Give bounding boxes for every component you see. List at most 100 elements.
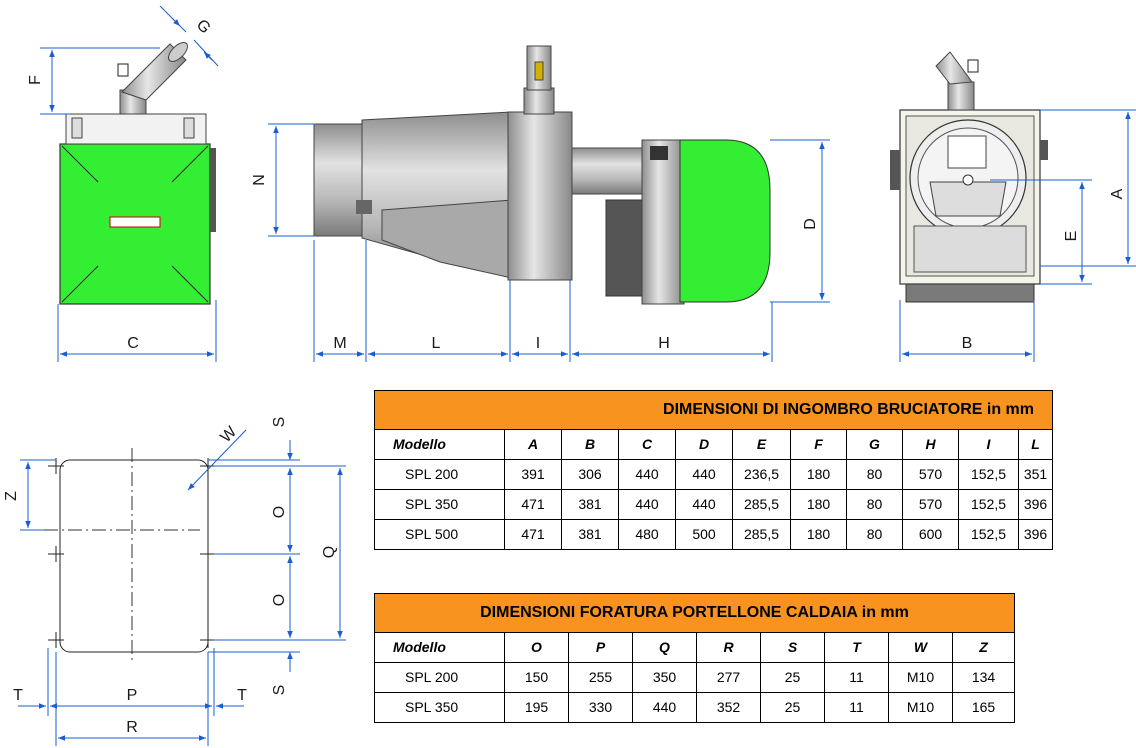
table-cell: SPL 350	[374, 489, 505, 520]
drilling-template-view: Z W S O O S Q T P T R	[3, 417, 346, 746]
table-cell: SPL 500	[374, 519, 505, 550]
table-cell: 381	[561, 519, 619, 550]
column-header: A	[504, 429, 562, 460]
table-cell: 396	[1018, 519, 1053, 550]
table-row: SPL 350 471 381 440 440 285,5 180 80 570…	[374, 489, 1053, 520]
column-header: I	[958, 429, 1019, 460]
column-header: F	[790, 429, 847, 460]
table-cell: 440	[675, 459, 733, 490]
table-cell: 255	[568, 662, 633, 693]
table-row: SPL 500 471 381 480 500 285,5 180 80 600…	[374, 519, 1053, 550]
table-cell: SPL 200	[374, 459, 505, 490]
column-header: Z	[952, 632, 1015, 663]
table-cell: 396	[1018, 489, 1053, 520]
label-r: R	[126, 719, 138, 736]
overall-table-header: Modello A B C D E F G H I L	[374, 429, 1053, 460]
table-cell: 134	[952, 662, 1015, 693]
table-cell: 471	[504, 489, 562, 520]
label-c: C	[127, 335, 139, 352]
label-s-top: S	[271, 417, 288, 428]
column-header: G	[846, 429, 903, 460]
table-cell: 180	[790, 459, 847, 490]
table-cell: 165	[952, 692, 1015, 723]
table-cell: 381	[561, 489, 619, 520]
side-view: C F G	[27, 5, 219, 362]
column-header: W	[888, 632, 953, 663]
table-cell: 440	[675, 489, 733, 520]
table-cell: 570	[902, 489, 959, 520]
table-cell: 391	[504, 459, 562, 490]
column-header: C	[618, 429, 676, 460]
table-cell: 25	[760, 662, 825, 693]
table-cell: SPL 200	[374, 662, 505, 693]
table-cell: 80	[846, 489, 903, 520]
label-d: D	[802, 218, 819, 230]
label-q: Q	[321, 546, 338, 558]
table-cell: 80	[846, 459, 903, 490]
table-cell: 11	[824, 692, 889, 723]
overall-dimensions-table: DIMENSIONI DI INGOMBRO BRUCIATORE in mm …	[374, 390, 1053, 550]
table-cell: 150	[504, 662, 569, 693]
drilling-table-header: Modello O P Q R S T W Z	[374, 632, 1015, 663]
table-cell: 352	[696, 692, 761, 723]
label-n: N	[251, 174, 268, 186]
label-w: W	[217, 423, 240, 446]
table-cell: 600	[902, 519, 959, 550]
label-o-bottom: O	[271, 594, 288, 606]
table-cell: 285,5	[732, 489, 791, 520]
label-h: H	[658, 335, 670, 352]
column-header: Modello	[374, 632, 505, 663]
table-cell: 152,5	[958, 519, 1019, 550]
label-f: F	[27, 75, 44, 85]
column-header: B	[561, 429, 619, 460]
column-header: Q	[632, 632, 697, 663]
column-header: L	[1018, 429, 1053, 460]
table-cell: 440	[618, 459, 676, 490]
table-cell: 80	[846, 519, 903, 550]
overall-table-title: DIMENSIONI DI INGOMBRO BRUCIATORE in mm	[374, 390, 1053, 430]
column-header: O	[504, 632, 569, 663]
table-cell: 180	[790, 519, 847, 550]
label-o-top: O	[271, 506, 288, 518]
table-cell: 195	[504, 692, 569, 723]
table-cell: 11	[824, 662, 889, 693]
label-m: M	[333, 335, 346, 352]
table-cell: 570	[902, 459, 959, 490]
label-e: E	[1063, 231, 1080, 242]
drilling-dimensions-table: DIMENSIONI FORATURA PORTELLONE CALDAIA i…	[374, 593, 1015, 723]
drilling-table-title: DIMENSIONI FORATURA PORTELLONE CALDAIA i…	[374, 593, 1015, 633]
column-header: S	[760, 632, 825, 663]
column-header: E	[732, 429, 791, 460]
table-row: SPL 350 195 330 440 352 25 11 M10 165	[374, 692, 1015, 723]
table-cell: 480	[618, 519, 676, 550]
table-cell: 285,5	[732, 519, 791, 550]
table-cell: 350	[632, 662, 697, 693]
table-row: SPL 200 150 255 350 277 25 11 M10 134	[374, 662, 1015, 693]
profile-view: N D M L I H	[251, 45, 830, 362]
column-header: R	[696, 632, 761, 663]
table-cell: 152,5	[958, 489, 1019, 520]
label-l: L	[432, 335, 441, 352]
table-cell: 152,5	[958, 459, 1019, 490]
table-cell: 306	[561, 459, 619, 490]
table-cell: 25	[760, 692, 825, 723]
label-t-right: T	[237, 687, 247, 704]
label-g: G	[193, 16, 214, 37]
label-i: I	[536, 335, 540, 352]
table-cell: 440	[632, 692, 697, 723]
column-header: H	[902, 429, 959, 460]
label-b: B	[962, 335, 973, 352]
column-header: P	[568, 632, 633, 663]
column-header: T	[824, 632, 889, 663]
column-header: Modello	[374, 429, 505, 460]
label-s-bottom: S	[271, 685, 288, 696]
label-p: P	[127, 687, 138, 704]
table-cell: M10	[888, 692, 953, 723]
table-cell: 440	[618, 489, 676, 520]
rear-view: A E B	[890, 51, 1136, 362]
table-cell: 471	[504, 519, 562, 550]
table-cell: 236,5	[732, 459, 791, 490]
table-cell: 277	[696, 662, 761, 693]
table-cell: 330	[568, 692, 633, 723]
